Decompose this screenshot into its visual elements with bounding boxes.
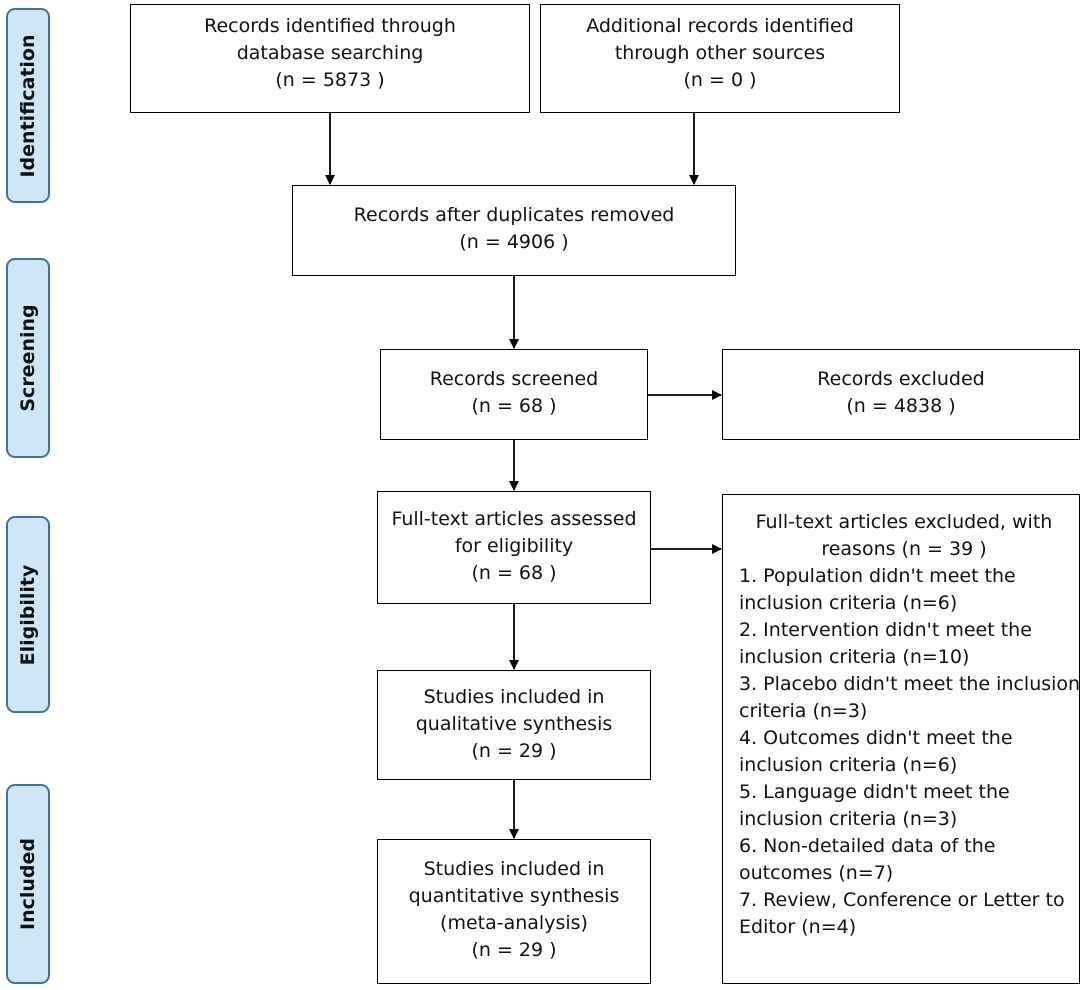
stage-screening: Screening: [6, 258, 50, 458]
box-quantitative-synthesis: Studies included in quantitative synthes…: [377, 839, 651, 984]
exclusion-reason-line: outcomes (n=7): [739, 862, 894, 884]
box-database-searching: Records identified through database sear…: [130, 4, 530, 113]
exclusion-reason-line: criteria (n=3): [739, 700, 868, 722]
stage-eligibility: Eligibility: [6, 516, 50, 713]
stage-included: Included: [6, 784, 50, 984]
exclusion-reason-line: inclusion criteria (n=6): [739, 754, 958, 776]
stage-identification: Identification: [6, 8, 50, 203]
exclusion-reason-line: inclusion criteria (n=10): [739, 646, 970, 668]
exclusion-reason-line: 6. Non-detailed data of the: [739, 835, 996, 857]
box-fulltext-excluded: Full-text articles excluded, with reason…: [722, 494, 1080, 984]
exclusion-reason-line: 3. Placebo didn't meet the inclusion: [739, 673, 1081, 695]
exclusion-reason-line: 5. Language didn't meet the: [739, 781, 1010, 803]
exclusion-reason-line: inclusion criteria (n=6): [739, 592, 958, 614]
box-fulltext-assessed: Full-text articles assessed for eligibil…: [377, 491, 651, 604]
box-records-screened: Records screened (n = 68 ): [380, 349, 648, 440]
exclusion-reason-line: 1. Population didn't meet the: [739, 565, 1016, 587]
box-other-sources: Additional records identified through ot…: [540, 4, 900, 113]
box-qualitative-synthesis: Studies included in qualitative synthesi…: [377, 670, 651, 780]
exclusion-reason-line: 7. Review, Conference or Letter to: [739, 889, 1065, 911]
exclusion-reason-line: 4. Outcomes didn't meet the: [739, 727, 1013, 749]
exclusion-reason-line: Editor (n=4): [739, 916, 857, 938]
exclusion-reason-line: inclusion criteria (n=3): [739, 808, 958, 830]
box-duplicates-removed: Records after duplicates removed (n = 49…: [292, 185, 736, 276]
box-records-excluded: Records excluded (n = 4838 ): [722, 349, 1080, 440]
exclusion-reason-line: 2. Intervention didn't meet the: [739, 619, 1032, 641]
